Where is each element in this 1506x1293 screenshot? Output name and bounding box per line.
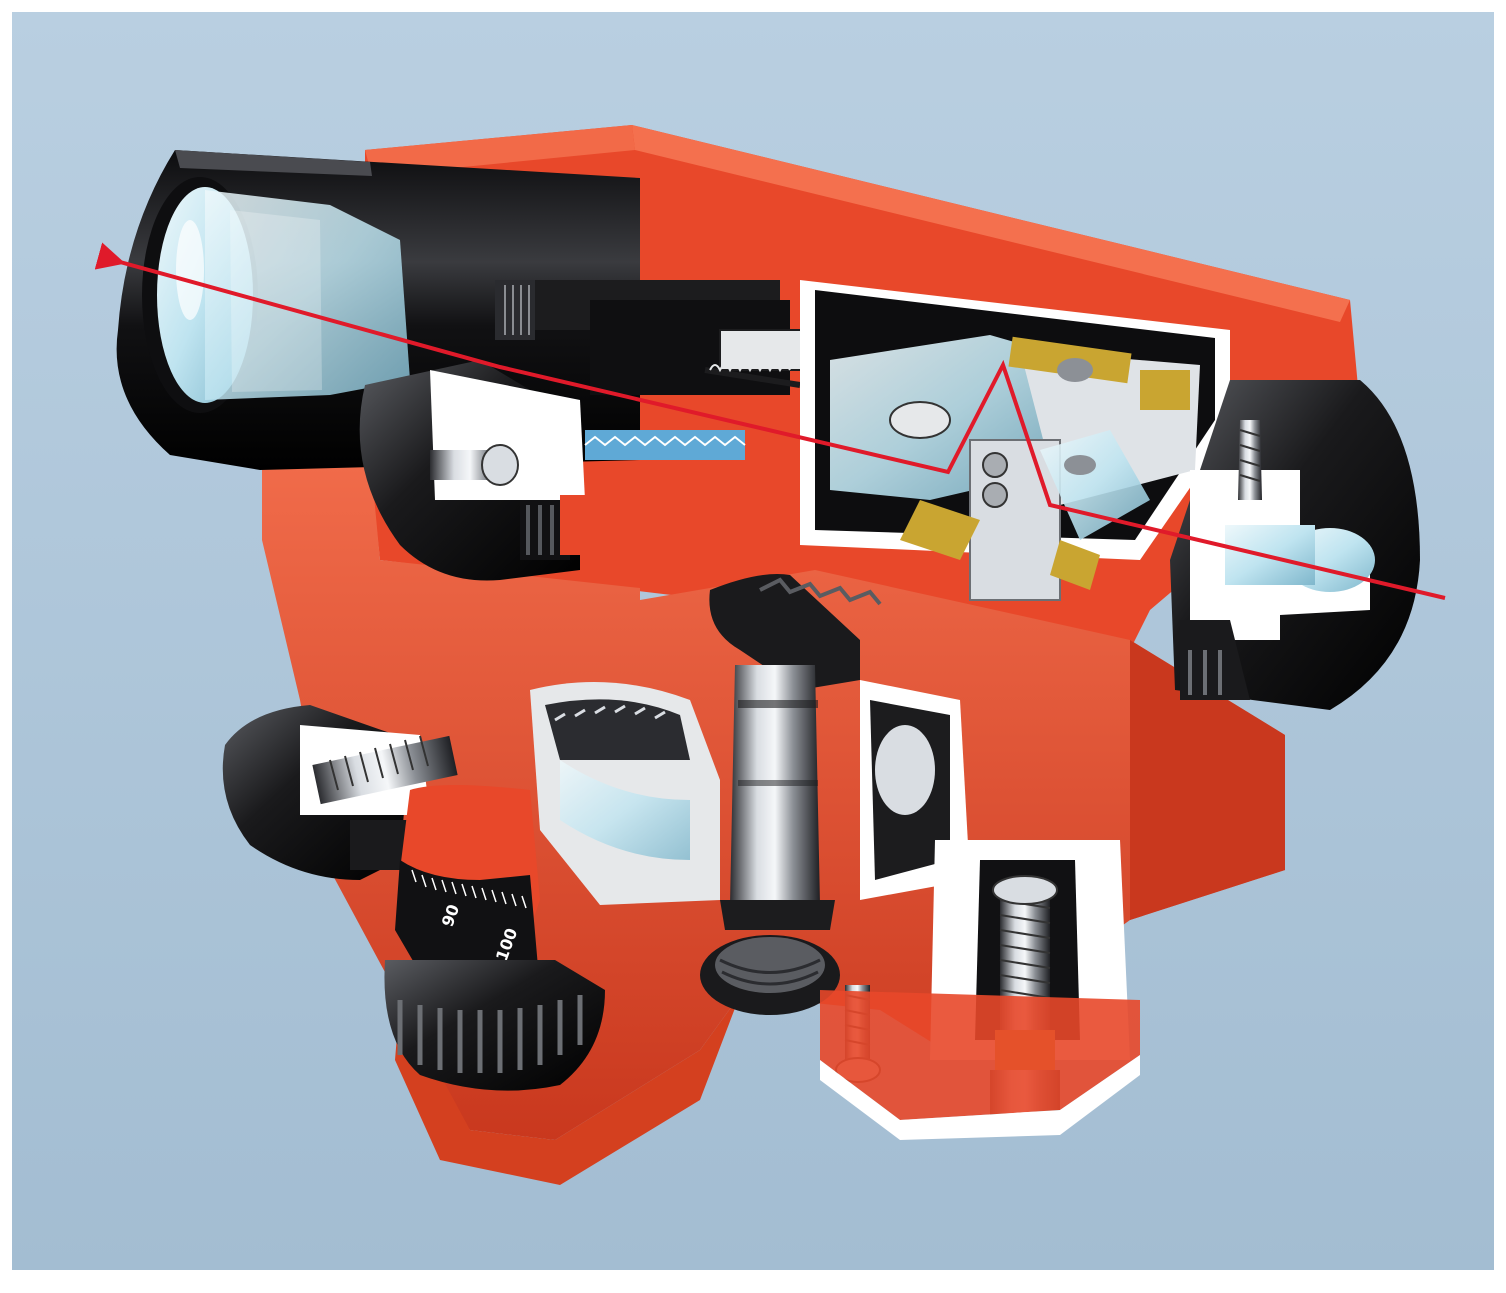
base-plate (820, 990, 1140, 1120)
horizontal-dial: 90 100 (395, 785, 540, 1000)
housing-cutout-left (560, 495, 640, 555)
azimuth-knob (384, 960, 605, 1091)
light-path-arrow-icon (94, 242, 1446, 600)
horizontal-circle (530, 682, 720, 905)
objective-lens (142, 177, 410, 413)
eyepiece-assembly (1170, 380, 1420, 710)
focus-knob (359, 360, 585, 581)
tripod-thread (700, 935, 840, 1015)
vertical-axis-spindle (709, 574, 882, 930)
dial-ticks (411, 869, 527, 909)
compensator-prism (800, 280, 1230, 601)
base-plate-rim (820, 1055, 1140, 1140)
focus-mechanism (495, 280, 811, 460)
tangent-knob (222, 705, 458, 880)
